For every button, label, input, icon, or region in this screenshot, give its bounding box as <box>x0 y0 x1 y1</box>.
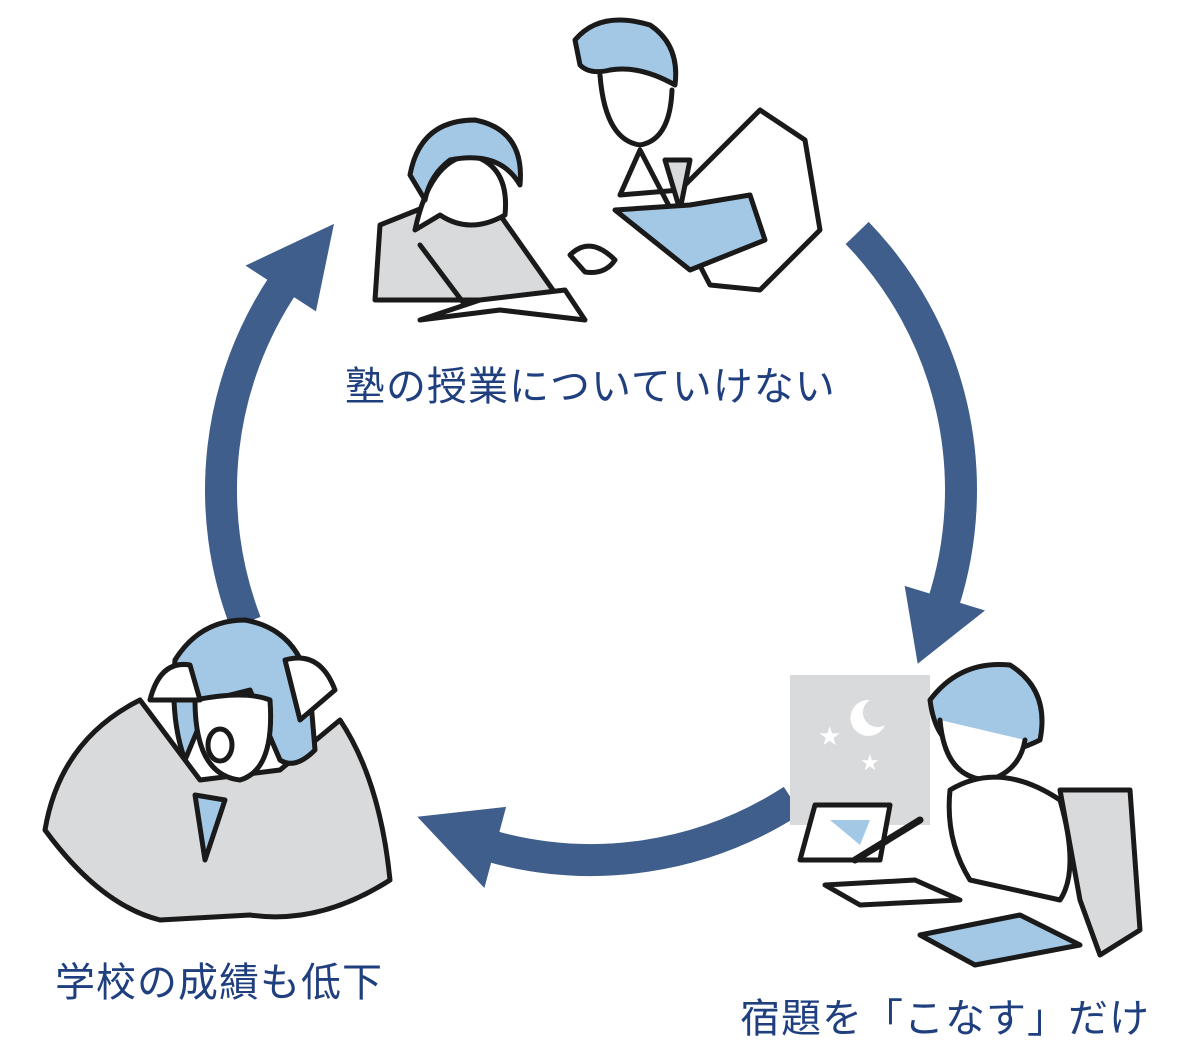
svg-text:★: ★ <box>818 722 841 752</box>
arrow-to-grades-head <box>417 806 507 888</box>
svg-text:★: ★ <box>860 751 880 776</box>
label-grades-decline: 学校の成績も低下 <box>55 960 383 1006</box>
label-homework-just-done: 宿題を「こなす」だけ <box>740 996 1150 1042</box>
illustration-student-teacher <box>372 17 823 323</box>
arrow-to-grades <box>484 786 802 876</box>
label-cannot-keep-up-cram-school: 塾の授業についていけない <box>345 364 836 410</box>
arrow-to-cram-school <box>205 274 298 629</box>
cycle-arrows <box>205 221 985 888</box>
illustration-stressed-student <box>42 617 393 923</box>
arrow-to-cram-school-head <box>245 223 334 312</box>
arrow-to-homework-head <box>904 585 985 664</box>
illustration-homework-student: ★ ★ <box>790 661 1143 968</box>
arrow-to-homework <box>845 221 977 610</box>
